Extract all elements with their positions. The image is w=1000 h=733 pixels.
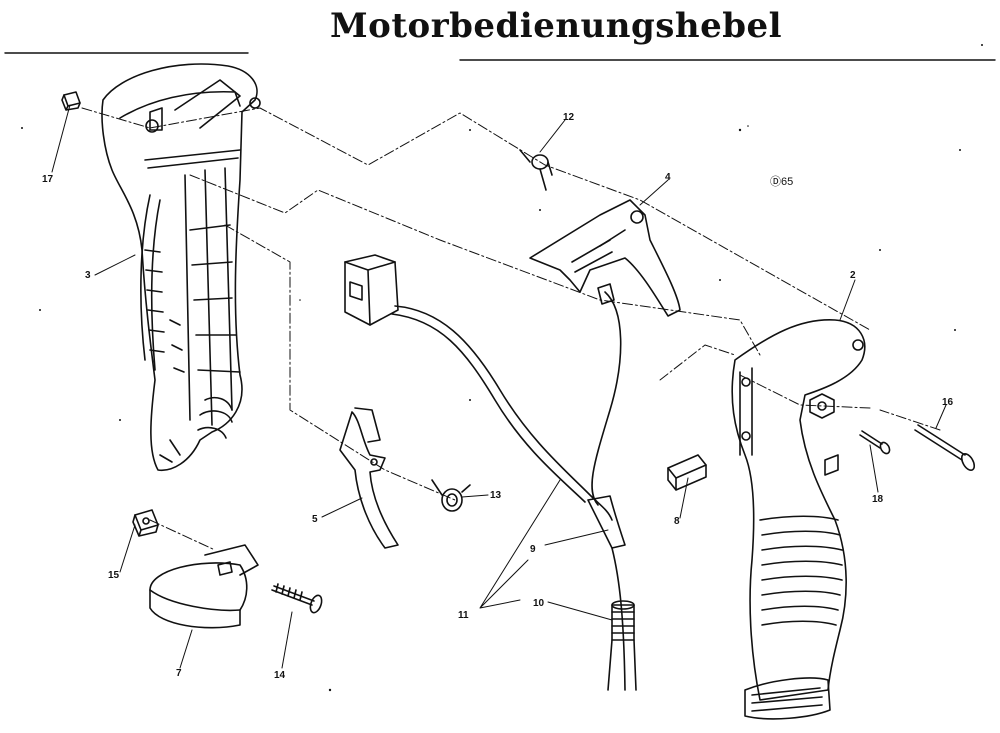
callout-3: 3	[85, 270, 91, 281]
callout-17: 17	[42, 174, 54, 185]
callout-7: 7	[176, 668, 182, 679]
callout-9: 9	[530, 544, 536, 555]
throttle-lever	[529, 199, 681, 317]
diagram-code-note: Ⓓ65	[770, 175, 793, 188]
callout-labels: 17 12 4 3 2 16 18 13 5 8 9 15 11 10 7 14…	[42, 112, 954, 681]
interlock-spring	[519, 149, 553, 191]
callout-11: 11	[458, 610, 469, 621]
callout-5: 5	[312, 514, 318, 525]
callout-4: 4	[665, 172, 671, 183]
callout-18: 18	[872, 494, 884, 505]
clamp-band	[149, 544, 259, 629]
stop-switch	[344, 254, 613, 521]
right-handle-half	[731, 319, 866, 720]
trigger-lever	[339, 407, 399, 549]
cable-sleeve	[607, 600, 637, 691]
callout-12: 12	[563, 112, 575, 123]
callout-15: 15	[108, 570, 120, 581]
callout-8: 8	[674, 516, 680, 527]
hex-nut-right	[809, 393, 835, 419]
torsion-spring	[431, 479, 471, 512]
callout-10: 10	[533, 598, 545, 609]
callout-16: 16	[942, 397, 954, 408]
leader-lines	[51, 104, 947, 669]
left-handle-half	[101, 63, 261, 471]
callout-14: 14	[274, 670, 286, 681]
diagram-title: Motorbedienungshebel	[330, 6, 783, 46]
square-nut-bottom	[132, 509, 159, 537]
callout-13: 13	[490, 490, 502, 501]
clamp-screw	[271, 583, 323, 614]
callout-2: 2	[850, 270, 856, 281]
square-nut-top	[61, 91, 81, 111]
small-screw	[859, 430, 891, 455]
scan-specks	[21, 44, 983, 692]
long-bolt	[914, 424, 976, 471]
throttle-cable	[587, 283, 626, 691]
title-rules	[4, 52, 996, 61]
assembly-lines	[81, 107, 941, 551]
